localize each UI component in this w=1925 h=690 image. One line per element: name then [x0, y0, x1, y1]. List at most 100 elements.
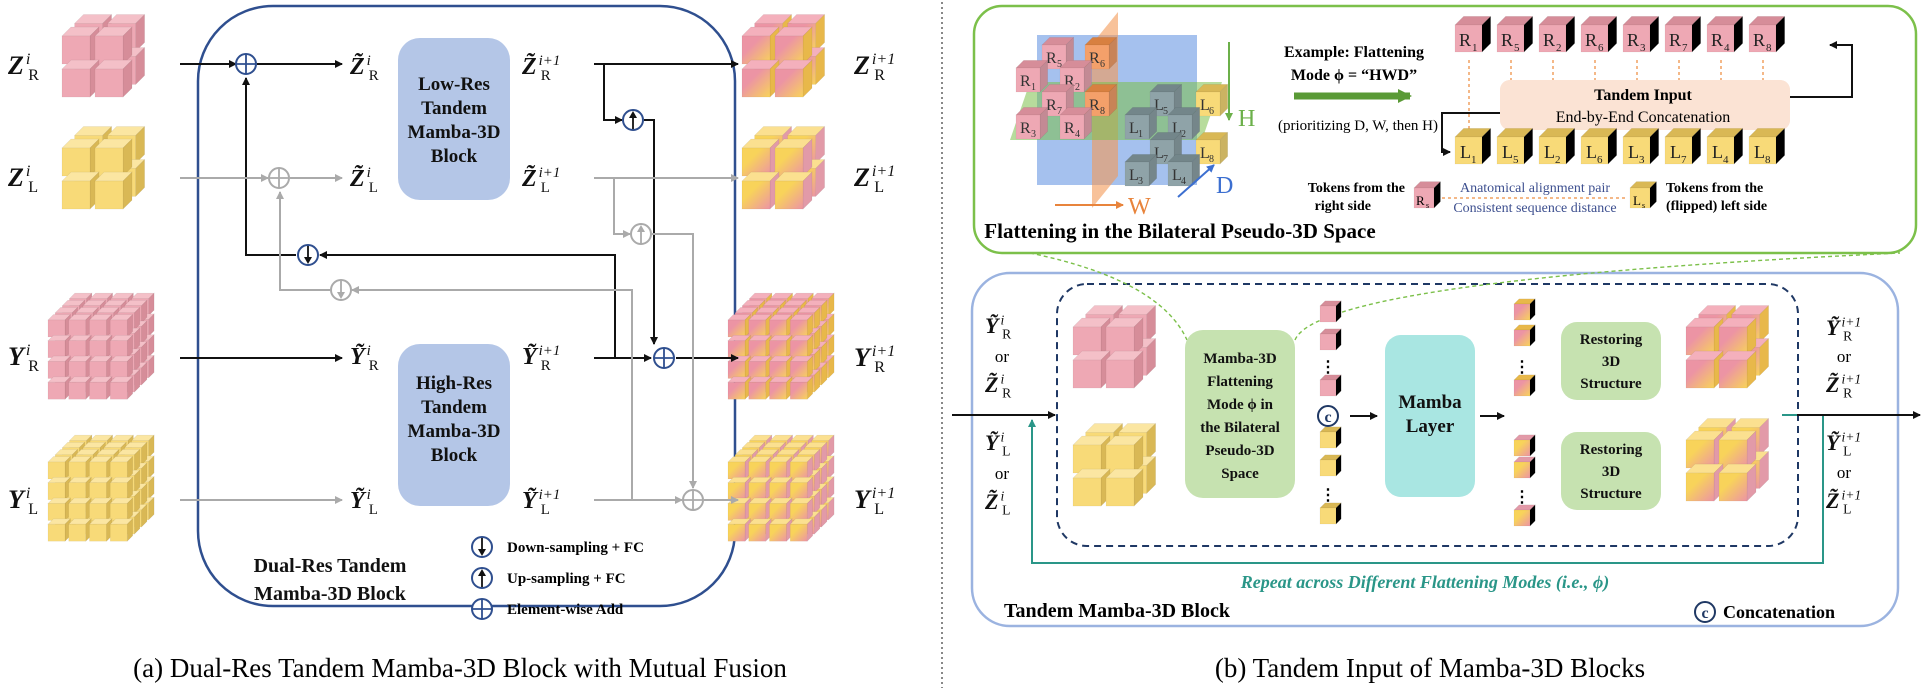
cube: [88, 455, 113, 480]
sequence-l-index: 6: [1597, 154, 1603, 166]
flow-zl-branch-up: [613, 178, 631, 238]
dual-res-rect: [198, 6, 304, 605]
cube-front-face: [748, 503, 767, 521]
#f4b0bc: [1513, 324, 1536, 347]
cube-front-face: [109, 523, 128, 542]
zoom-connector-left: [1029, 252, 1188, 341]
flattening-mode-label-line: Mamba-3D: [1203, 351, 1276, 367]
cube: [47, 518, 72, 542]
cube-front-face: [1538, 24, 1567, 53]
flattening-box: [972, 4, 1918, 255]
flattening-mode-label-line: the Bilateral: [1200, 420, 1280, 436]
left-cube-label: L: [1154, 97, 1164, 114]
cube-front-face: [727, 319, 746, 338]
#f4c0c8: [1015, 106, 1049, 140]
cube-front-face: [1105, 477, 1135, 507]
cube-front-face: [1015, 67, 1041, 93]
sequence-l-label: L: [1712, 142, 1723, 162]
cube-front-face: [109, 361, 128, 379]
left-cube-index: 1: [1138, 129, 1143, 140]
input-cubes-yr: [47, 292, 155, 400]
cube-front-face: [1580, 136, 1609, 165]
cube-front-face: [1072, 359, 1102, 389]
#fbe6a2: [1748, 127, 1786, 165]
cube-front: [1072, 317, 1111, 356]
cube-front-face: [789, 503, 808, 521]
cube: [109, 476, 134, 501]
axis-w-label: W: [1128, 194, 1151, 220]
cube-front-face: [748, 361, 767, 379]
cube-front-face: [748, 381, 767, 400]
sequence-l-index: 3: [1639, 154, 1645, 166]
cube-front-face: [1496, 136, 1525, 165]
cube-front: [774, 171, 813, 210]
sequence-l-label: L: [1502, 142, 1513, 162]
right-cube-label: R: [1020, 120, 1031, 137]
high-res-block-label-line: Mamba-3D: [408, 421, 501, 442]
legend-up-label: Up-sampling + FC: [507, 571, 626, 587]
dual-res-tandem-border: [198, 6, 304, 605]
#f4c0c8: [1622, 15, 1660, 53]
cube: [727, 497, 752, 522]
sequence-r-index: 3: [1640, 42, 1646, 54]
low-res-block: [398, 38, 510, 200]
#f4c0c8: [1319, 328, 1342, 351]
high-res-block-label-line: Block: [431, 445, 478, 466]
#fbe090: [1513, 434, 1536, 457]
cube-front-face: [89, 523, 107, 542]
axis-h-label: H: [1238, 106, 1255, 132]
dual-res-frame-rect: [197, 6, 303, 605]
cube-front-face: [1413, 187, 1435, 209]
cube-front: [1105, 350, 1144, 389]
cube: [727, 376, 752, 400]
high-res-block-label-line: Tandem: [421, 397, 487, 418]
left-cube-label: L: [1172, 120, 1182, 137]
panel-a: [197, 6, 305, 606]
sequence-l-label: L: [1460, 142, 1471, 162]
cube: [47, 455, 72, 480]
dual-res-visible-frame: [198, 7, 302, 605]
cube-front-face: [1664, 136, 1693, 165]
cube: [748, 376, 772, 400]
dual-res-block-container: [197, 6, 303, 605]
cube-front-face: [769, 361, 787, 379]
restoring-label-r-line: Restoring: [1580, 332, 1643, 348]
sequence-r-label: R: [1501, 30, 1513, 50]
#f4b0bc: [1513, 298, 1536, 321]
cube-front-face: [68, 461, 87, 480]
#f8b88a: [1084, 36, 1118, 70]
sequence-l-index: 1: [1471, 154, 1477, 166]
cube-front-face: [61, 35, 91, 65]
dual-res-rounded-frame: [198, 6, 302, 606]
cube: [727, 518, 752, 542]
add-op-zr: [235, 53, 257, 75]
cube-front-face: [47, 523, 66, 542]
cube: [88, 355, 113, 380]
dual-res-block-border: [198, 6, 270, 605]
tandem-out-cubes-r: [1685, 304, 1770, 389]
cube-front-face: [1513, 509, 1531, 527]
cube: [789, 518, 814, 542]
cube-front-face: [1513, 461, 1531, 479]
cube-front-face: [769, 319, 787, 338]
cube-front-face: [748, 340, 767, 359]
cube: [88, 476, 113, 501]
cube-front-face: [68, 503, 87, 521]
out-ellipsis-l: ⋮: [1514, 489, 1530, 506]
arrow-head: [337, 292, 345, 299]
add-op-yr: [653, 347, 675, 369]
flow-down-to-add-zr: [242, 77, 296, 256]
tokens-left-label: Tokens from the: [1666, 181, 1763, 196]
cube: [768, 376, 793, 400]
flow-up-to-add-yr: [644, 119, 658, 345]
cube-front: [741, 138, 780, 177]
cube-front-face: [47, 461, 66, 480]
cube-front-face: [748, 523, 767, 542]
sequence-r-label: R: [1585, 30, 1597, 50]
